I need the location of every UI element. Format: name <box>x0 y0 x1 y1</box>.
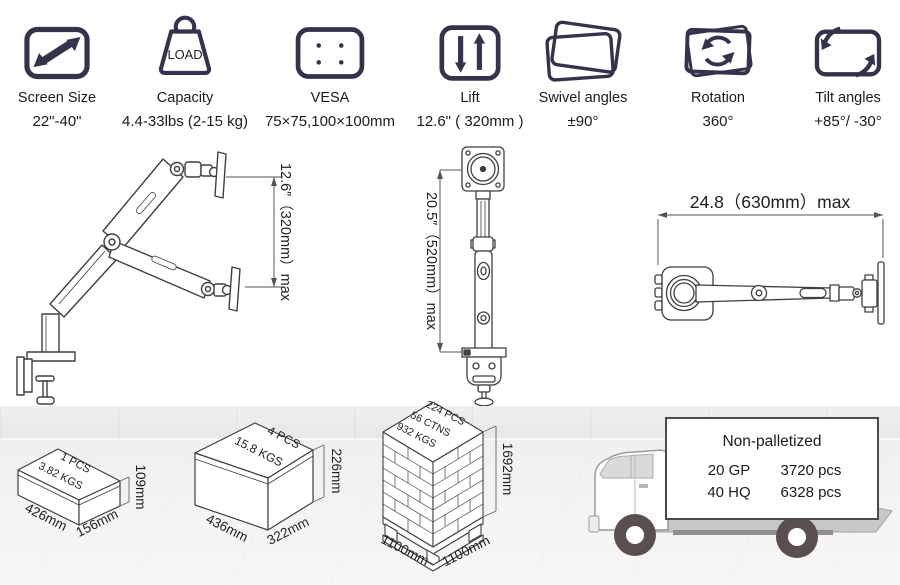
tilt-angles-icon <box>814 26 882 78</box>
spec-value: 360° <box>702 112 734 130</box>
truck-diagram: Non-palletized 20 GP 3720 pcs 40 HQ 6328… <box>588 417 893 558</box>
front-dimension-lines <box>439 169 462 353</box>
sign-title: Non-palletized <box>722 433 821 450</box>
top-view-diagram: 24.8（630mm）max <box>654 192 885 325</box>
sign-row2-size: 40 HQ <box>707 484 750 501</box>
load-weight-icon: LOAD <box>158 15 212 76</box>
monitor-pole-drawing <box>461 146 507 407</box>
arm-top-drawing <box>654 261 885 325</box>
front-view-diagram: 20.5″（520mm）max <box>423 146 507 407</box>
spec-label: VESA <box>310 90 350 106</box>
spec-value: 4.4-33lbs (2-15 kg) <box>122 112 248 130</box>
master-carton-diagram: 4 PCS 15.8 KGS 436mm 322mm 226mm <box>194 422 344 548</box>
monitor-arm-side-drawing <box>16 151 241 405</box>
spec-value: +85°/ -30° <box>814 112 882 130</box>
spec-label: Screen Size <box>17 90 97 106</box>
pallet-height-bracket <box>482 425 497 518</box>
spec-rotation: Rotation 360° <box>643 12 793 130</box>
side-view-diagram: 12.6″（320mm）max <box>16 151 294 405</box>
screen-size-icon <box>24 26 90 80</box>
spec-value: ±90° <box>567 112 599 130</box>
spec-label: Swivel angles <box>538 90 628 106</box>
pallet-stack <box>382 401 484 572</box>
top-dimension-lines <box>657 214 884 265</box>
top-dim-label: 24.8（630mm）max <box>690 192 851 212</box>
lift-arrows-icon <box>439 25 501 81</box>
spec-label: Tilt angles <box>815 90 881 106</box>
carton-box-diagram: 1 PCS 3.82 KGS 426mm 156mm 109mm <box>17 448 148 540</box>
sign-row2-qty: 6328 pcs <box>781 484 842 501</box>
swivel-angles-icon <box>545 20 622 82</box>
spec-tilt: Tilt angles +85°/ -30° <box>773 12 900 130</box>
master-height-bracket <box>312 444 325 503</box>
spec-vesa: VESA 75×75,100×100mm <box>255 12 405 130</box>
front-dim-label: 20.5″（520mm）max <box>423 192 440 331</box>
spec-value: 75×75,100×100mm <box>264 112 396 130</box>
spec-lift: Lift 12.6" ( 320mm ) <box>395 12 545 130</box>
rotation-icon <box>684 24 753 78</box>
sign-row1-qty: 3720 pcs <box>781 462 842 479</box>
spec-value: 12.6" ( 320mm ) <box>416 112 524 130</box>
spec-capacity: LOAD Capacity 4.4-33lbs (2-15 kg) <box>110 12 260 130</box>
carton-height-bracket <box>119 476 130 507</box>
load-badge: LOAD <box>167 47 202 62</box>
spec-swivel: Swivel angles ±90° <box>508 12 658 130</box>
pallet-diagram: 224 PCS 56 CTNS 932 KGS 1692mm 1100mm 11… <box>379 398 515 572</box>
vesa-plate-icon <box>295 27 365 79</box>
spec-label: Lift <box>460 90 480 106</box>
master-carton-box <box>194 422 314 531</box>
side-dimension-lines <box>226 176 283 288</box>
side-dim-label: 12.6″（320mm）max <box>277 163 294 302</box>
spec-value: 22"-40" <box>32 112 82 130</box>
spec-screen-size: Screen Size 22"-40" <box>0 12 132 130</box>
spec-label: Capacity <box>156 90 214 106</box>
truck-cargo-sign: Non-palletized 20 GP 3720 pcs 40 HQ 6328… <box>665 417 879 520</box>
master-height: 226mm <box>329 448 344 493</box>
spec-label: Rotation <box>690 90 745 106</box>
carton-box <box>17 448 121 526</box>
pallet-height: 1692mm <box>500 443 515 496</box>
sign-row1-size: 20 GP <box>708 462 751 479</box>
carton-height: 109mm <box>133 464 148 509</box>
